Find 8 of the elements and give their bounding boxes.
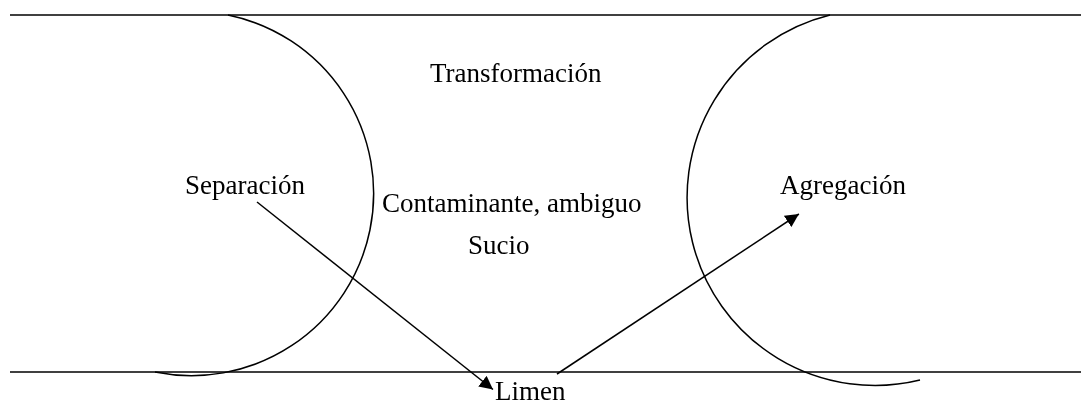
arrow: [556, 213, 800, 375]
stage-label: Limen: [495, 376, 566, 406]
text-label: Transformación: [430, 58, 602, 88]
arrow: [256, 201, 494, 391]
text-label: Contaminante, ambiguo: [382, 188, 642, 218]
stage-label: Separación: [185, 170, 305, 200]
stage-label: Agregación: [780, 170, 906, 200]
text-label: Sucio: [468, 230, 530, 260]
